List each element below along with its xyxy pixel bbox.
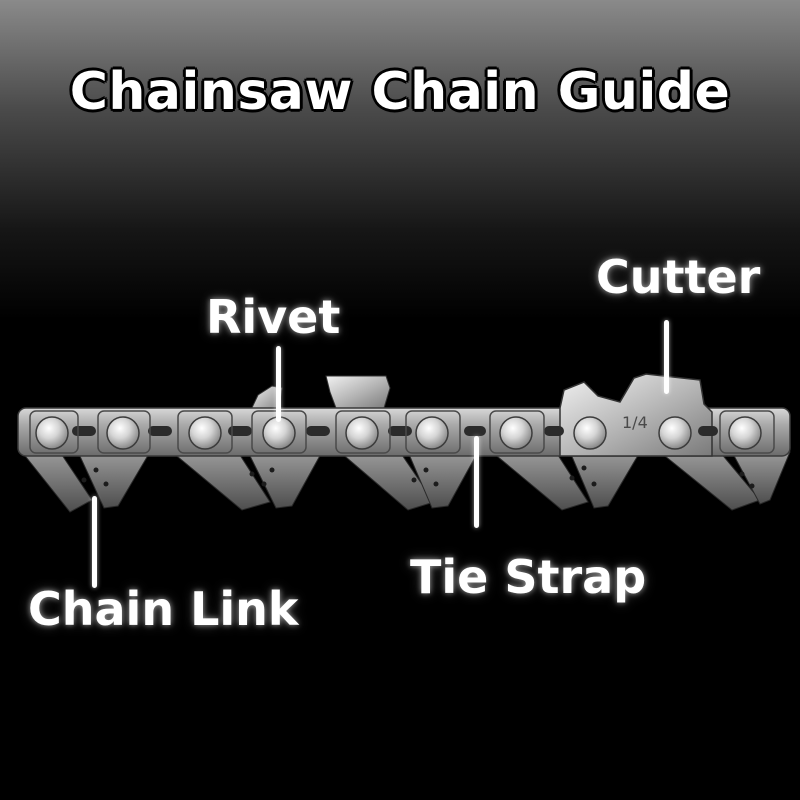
link-slot [306, 426, 330, 436]
link-slot [464, 426, 486, 436]
tooth-dot [423, 467, 429, 473]
page-title: Chainsaw Chain Guide [69, 62, 731, 122]
tooth-dot [249, 471, 255, 477]
chain-link-tooth [20, 451, 93, 513]
tooth-dot [591, 481, 597, 487]
tie-strap-pointer [474, 436, 479, 528]
rivet [499, 416, 533, 450]
chain-link-teeth [20, 451, 791, 513]
link-plate [29, 410, 79, 454]
tooth-dot [739, 471, 745, 477]
link-plate [97, 410, 151, 454]
link-plate [177, 410, 233, 454]
rivet-pointer [276, 346, 281, 422]
tie-strap-label: Tie Strap [410, 550, 647, 604]
tooth-dots [81, 465, 755, 489]
rivet [345, 416, 379, 450]
tooth-dot [749, 483, 755, 489]
link-plate [405, 410, 461, 454]
tooth-dot [569, 475, 575, 481]
rivet [573, 416, 607, 450]
rivet [658, 416, 692, 450]
tooth-dot [411, 477, 417, 483]
link-slot [148, 426, 172, 436]
rivet [415, 416, 449, 450]
tooth-dot [81, 477, 87, 483]
cutter-pointer [664, 320, 669, 394]
rivets [35, 416, 762, 450]
rivet [35, 416, 69, 450]
tooth-dot [261, 481, 267, 487]
link-plate [719, 410, 775, 454]
link-slot [544, 426, 564, 436]
cutter-top-plate [325, 375, 391, 409]
rivet [728, 416, 762, 450]
link-slot [698, 426, 718, 436]
rivet [188, 416, 222, 450]
rivet [106, 416, 140, 450]
tooth-dot [581, 465, 587, 471]
tooth-dot [93, 467, 99, 473]
link-plate [489, 410, 545, 454]
rivet-label: Rivet [206, 290, 341, 344]
chain-link-pointer [92, 496, 97, 588]
tooth-dot [269, 467, 275, 473]
cutter-label: Cutter [596, 250, 761, 304]
link-slot [388, 426, 412, 436]
cutter-marking: 1/4 [622, 413, 648, 432]
tooth-dot [103, 481, 109, 487]
link-slot [228, 426, 252, 436]
link-slot [72, 426, 96, 436]
tooth-dot [433, 481, 439, 487]
chain-link-label: Chain Link [28, 582, 299, 636]
link-plate [335, 410, 391, 454]
chain-illustration: 1/4 [17, 373, 791, 513]
link-slots [72, 426, 718, 436]
